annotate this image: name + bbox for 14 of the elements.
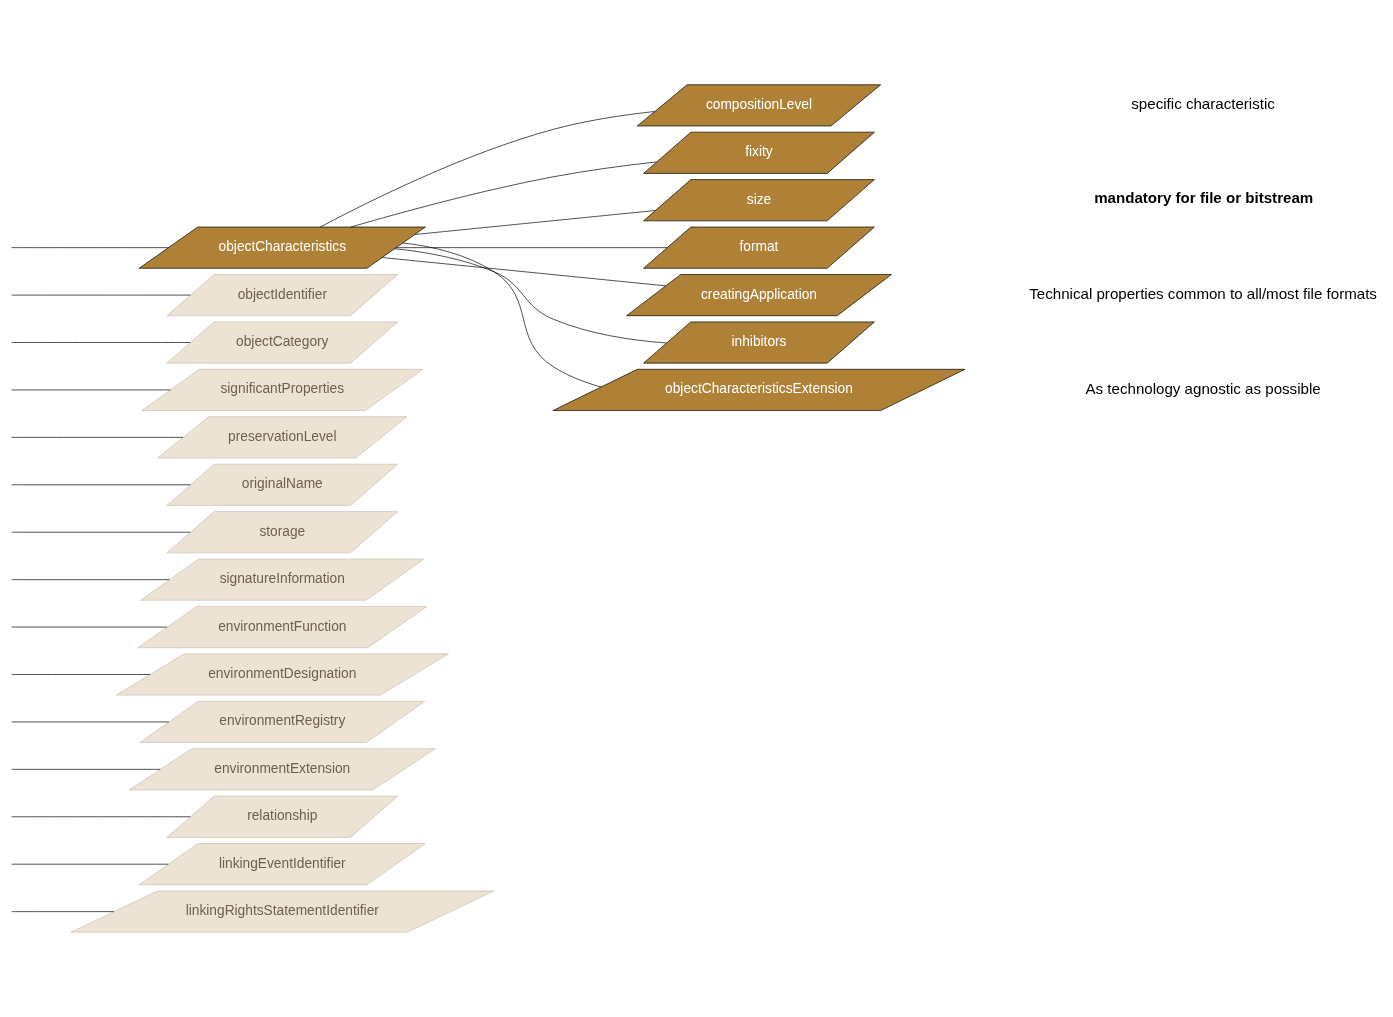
label: Technical properties common to all/most file formats [1029, 284, 1377, 302]
label: As technology agnostic as possible [1085, 379, 1321, 397]
label: mandatory for file or bitstream [1094, 189, 1314, 207]
connector [320, 111, 655, 228]
connector [11, 247, 169, 248]
connector [402, 242, 602, 388]
connector [414, 210, 656, 235]
connector [11, 674, 151, 675]
connector [350, 161, 657, 228]
connector [394, 248, 667, 344]
connector [382, 257, 667, 287]
connector [11, 342, 191, 343]
label: specific characteristic [1131, 95, 1275, 113]
connector [395, 247, 668, 248]
